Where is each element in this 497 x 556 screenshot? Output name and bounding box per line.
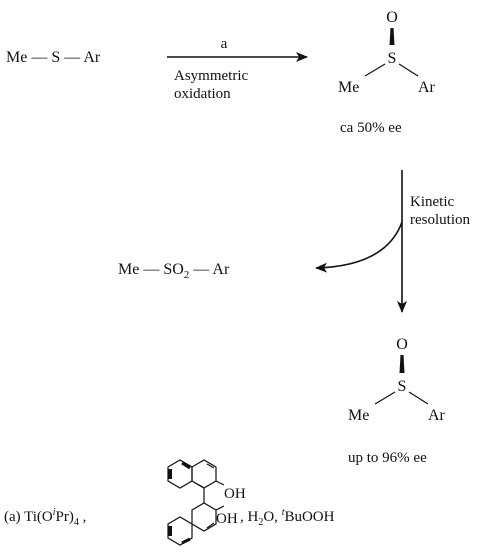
- double-bond: [206, 463, 215, 469]
- starting-sulfide: Me — S — Ar: [6, 49, 101, 66]
- me-bond: [364, 63, 386, 77]
- sulfoxide-intermediate: O S Me Ar: [338, 9, 436, 96]
- methyl-group: Me: [338, 79, 359, 96]
- binol-structure: OH OH: [167, 459, 246, 546]
- ee-first: ca 50% ee: [340, 120, 402, 136]
- oxygen-atom: O: [386, 9, 398, 26]
- sulfur-atom: S: [388, 50, 397, 67]
- ar-bond: [398, 63, 419, 77]
- oh-bond: [215, 505, 225, 511]
- double-bond: [194, 482, 204, 488]
- ar-bond: [408, 391, 429, 405]
- upper-bold-bond: [181, 461, 191, 470]
- sulfoxide-product: O S Me Ar: [348, 336, 446, 424]
- wedge-bond: [389, 28, 395, 45]
- kinetic-label: Kinetic: [410, 194, 454, 210]
- me-bond: [374, 391, 396, 405]
- lower-ring-inner: [191, 502, 217, 532]
- oxygen-atom: O: [396, 336, 408, 353]
- asymmetric-label: Asymmetric: [174, 68, 248, 84]
- double-bond: [206, 522, 215, 529]
- reagent-titanium: (a) Ti(OiPr)4 ,: [4, 507, 86, 528]
- methyl-group: Me: [348, 407, 369, 424]
- oxidation-label: oxidation: [174, 86, 231, 102]
- lower-bold-bond: [181, 537, 191, 545]
- resolution-label: resolution: [410, 212, 470, 228]
- hydroxyl-bottom: OH: [216, 511, 238, 527]
- aryl-group: Ar: [418, 79, 436, 96]
- ee-final: up to 96% ee: [348, 450, 427, 466]
- step-a-label: a: [221, 36, 228, 52]
- aryl-group: Ar: [428, 407, 446, 424]
- reagent-water-tbhp: , H2O, tBuOOH: [240, 507, 335, 528]
- lower-ring-outer: [167, 516, 193, 546]
- wedge-bond: [399, 355, 405, 373]
- overoxidation-arrow: [315, 221, 403, 273]
- hydroxyl-top: OH: [224, 486, 246, 502]
- sulfone-byproduct: Me — SO2 — Ar: [118, 261, 230, 281]
- sulfur-atom: S: [398, 378, 407, 395]
- oh-bond: [215, 480, 225, 486]
